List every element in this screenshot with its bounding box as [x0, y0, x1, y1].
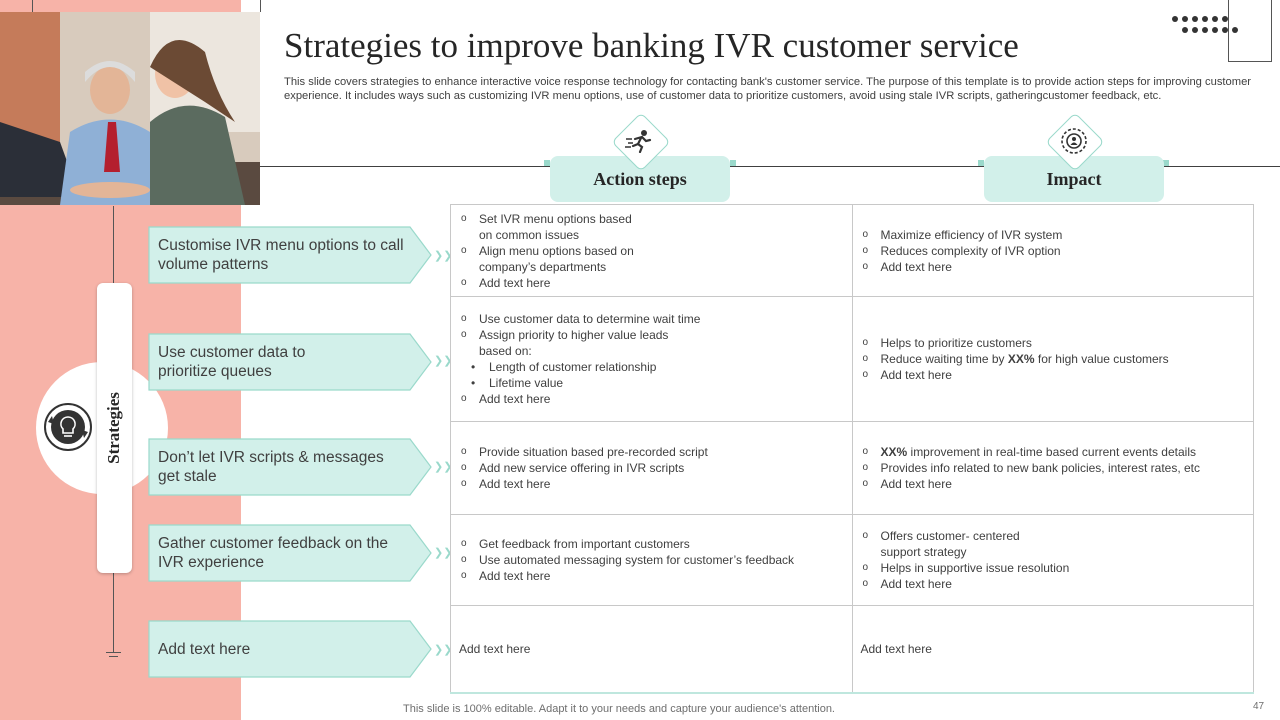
action-item: Add text here [459, 275, 844, 291]
header-flare [730, 160, 736, 166]
impact-item: Offers customer- centered support strate… [861, 528, 1246, 560]
strategies-label: Strategies [104, 392, 123, 464]
page-number: 47 [1253, 701, 1265, 712]
timeline-cap [109, 656, 118, 657]
strategy-text: Add text here [158, 640, 251, 658]
impact-item: Reduce waiting time by XX% for high valu… [861, 351, 1246, 367]
table-row: Provide situation based pre-recorded scr… [450, 421, 1254, 515]
action-item: Align menu options based on company’s de… [459, 243, 844, 275]
lightbulb-cycle-icon [43, 402, 93, 452]
chevron-right-icon: ❯❯ [434, 644, 453, 656]
action-item: Use automated messaging system for custo… [459, 552, 844, 568]
chevron-right-icon: ❯❯ [434, 461, 453, 473]
impact-cell: Helps to prioritize customers Reduce wai… [851, 296, 1254, 422]
impact-cell: Offers customer- centered support strate… [851, 514, 1254, 606]
table-row: Get feedback from important customers Us… [450, 514, 1254, 606]
action-cell: Add text here [450, 605, 853, 694]
action-item: Provide situation based pre-recorded scr… [459, 444, 844, 460]
header-flare [544, 160, 550, 166]
action-item: Get feedback from important customers [459, 536, 844, 552]
action-subitem: Lifetime value [459, 375, 844, 391]
strategy-text: Customise IVR menu options to call volum… [158, 237, 404, 273]
impact-cell: Maximize efficiency of IVR system Reduce… [851, 204, 1254, 297]
table-row: Set IVR menu options based on common iss… [450, 204, 1254, 297]
page-title: Strategies to improve banking IVR custom… [284, 26, 1019, 65]
decor-line [260, 0, 261, 12]
strategy-text: Don’t let IVR scripts & messages get sta… [158, 449, 384, 485]
table-row: Add text here Add text here [450, 605, 1254, 694]
strategy-card: Gather customer feedback on the IVR expe… [148, 524, 432, 582]
action-cell: Get feedback from important customers Us… [450, 514, 853, 606]
strategy-text: Use customer data to prioritize queues [158, 344, 306, 380]
action-item: Set IVR menu options based on common iss… [459, 211, 844, 243]
action-item: Add text here [459, 568, 844, 584]
decor-corner-box [1228, 0, 1272, 62]
header-flare [978, 160, 984, 166]
chevron-right-icon: ❯❯ [434, 355, 453, 367]
strategies-pill [97, 283, 132, 573]
impact-item: Helps in supportive issue resolution [861, 560, 1246, 576]
target-people-icon [1057, 124, 1091, 158]
strategy-table: Set IVR menu options based on common iss… [450, 204, 1254, 694]
impact-item: Helps to prioritize customers [861, 335, 1246, 351]
action-cell: Use customer data to determine wait time… [450, 296, 853, 422]
header-divider [260, 166, 1280, 167]
action-item: Use customer data to determine wait time [459, 311, 844, 327]
action-cell: Set IVR menu options based on common iss… [450, 204, 853, 297]
strategy-card: Don’t let IVR scripts & messages get sta… [148, 438, 432, 496]
impact-cell: Add text here [851, 605, 1254, 694]
impact-item: XX% improvement in real-time based curre… [861, 444, 1246, 460]
strategy-card: Customise IVR menu options to call volum… [148, 226, 432, 284]
header-flare [1163, 160, 1169, 166]
action-item: Add new service offering in IVR scripts [459, 460, 844, 476]
header-photo [0, 12, 260, 205]
table-row: Use customer data to determine wait time… [450, 296, 1254, 422]
action-item: Add text here [459, 476, 844, 492]
decor-line [32, 0, 33, 12]
chevron-right-icon: ❯❯ [434, 547, 453, 559]
action-subitem: Length of customer relationship [459, 359, 844, 375]
timeline-cap [106, 652, 121, 653]
impact-item: Add text here [861, 367, 1246, 383]
impact-item: Add text here [861, 476, 1246, 492]
action-cell: Provide situation based pre-recorded scr… [450, 421, 853, 515]
impact-item: Reduces complexity of IVR option [861, 243, 1246, 259]
footer-note: This slide is 100% editable. Adapt it to… [403, 703, 835, 715]
impact-item: Maximize efficiency of IVR system [861, 227, 1246, 243]
impact-item: Add text here [861, 576, 1246, 592]
chevron-right-icon: ❯❯ [434, 250, 453, 262]
strategy-card: Add text here [148, 620, 432, 678]
strategy-text: Gather customer feedback on the IVR expe… [158, 535, 389, 571]
strategy-card: Use customer data to prioritize queues [148, 333, 432, 391]
running-person-icon [623, 124, 657, 158]
action-item: Add text here [459, 391, 844, 407]
page-subtitle: This slide covers strategies to enhance … [284, 76, 1252, 102]
decor-dots [1168, 14, 1248, 40]
impact-item: Add text here [861, 259, 1246, 275]
impact-item: Provides info related to new bank polici… [861, 460, 1246, 476]
impact-cell: XX% improvement in real-time based curre… [851, 421, 1254, 515]
action-item: Assign priority to higher value leads ba… [459, 327, 844, 359]
